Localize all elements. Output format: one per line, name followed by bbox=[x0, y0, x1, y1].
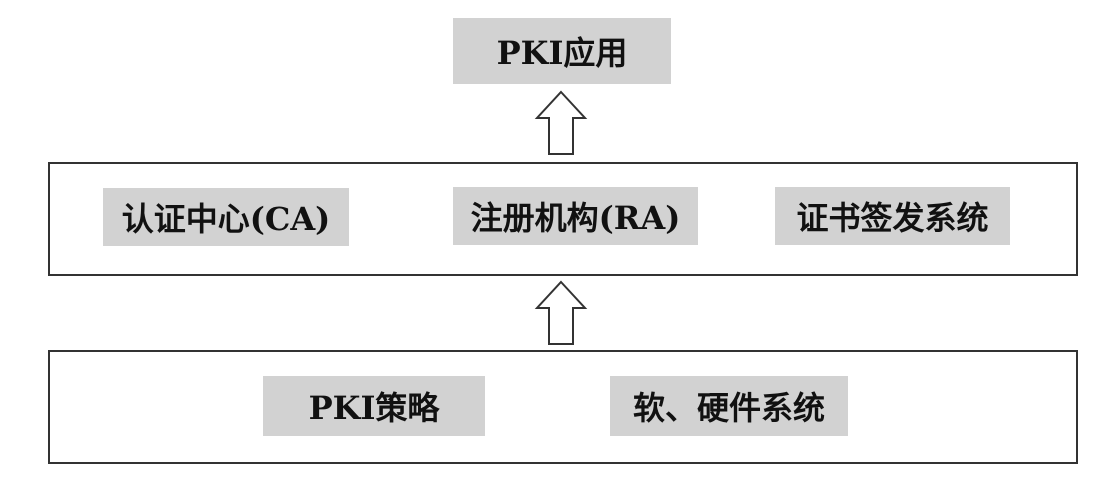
pki-application-box: PKI应用 bbox=[453, 18, 671, 84]
ca-box: 认证中心(CA) bbox=[103, 188, 349, 246]
certificate-issuing-system-box: 证书签发系统 bbox=[775, 187, 1010, 245]
ra-box: 注册机构(RA) bbox=[453, 187, 698, 245]
up-arrow-icon bbox=[534, 280, 588, 345]
software-hardware-system-box: 软、硬件系统 bbox=[610, 376, 848, 436]
bottom-layer-frame bbox=[48, 350, 1078, 464]
up-arrow-icon bbox=[534, 90, 588, 155]
pki-policy-box: PKI策略 bbox=[263, 376, 485, 436]
